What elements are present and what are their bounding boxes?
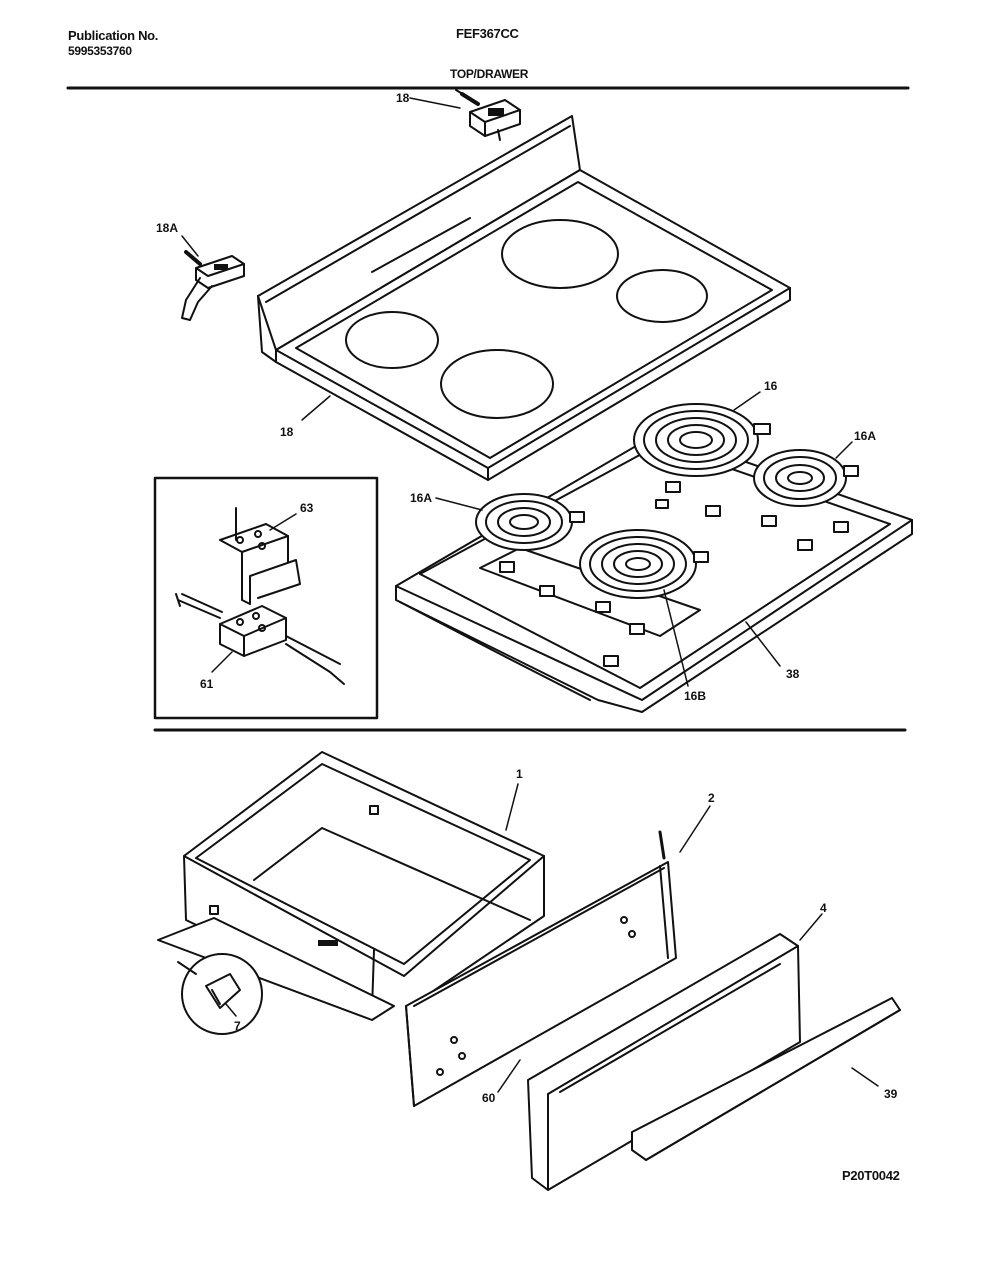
callout-18-top: 18 <box>396 91 410 105</box>
callout-38: 38 <box>786 667 800 681</box>
publication-label: Publication No. <box>68 28 159 43</box>
glide-detail-circle <box>177 953 263 1035</box>
callout-18a-left: 18A <box>156 221 178 235</box>
leader-lines <box>181 97 879 1093</box>
terminal-block-inset <box>153 476 379 720</box>
callout-7: 7 <box>234 1019 241 1033</box>
callout-60: 60 <box>482 1091 496 1105</box>
callout-63: 63 <box>300 501 314 515</box>
callout-16b: 16B <box>684 689 706 703</box>
callout-16a-right: 16A <box>854 429 876 443</box>
drawer-outer-front <box>527 933 901 1191</box>
element-16b-front <box>579 529 709 599</box>
callout-61: 61 <box>200 677 214 691</box>
drawer-body <box>157 751 545 1021</box>
callout-4: 4 <box>820 901 827 915</box>
callout-2: 2 <box>708 791 715 805</box>
callout-16a-left: 16A <box>410 491 432 505</box>
element-16-large-rear <box>633 403 771 477</box>
part-18-bracket <box>455 89 521 141</box>
element-16a-right <box>753 449 859 507</box>
part-18a-bracket <box>181 250 245 321</box>
callout-16: 16 <box>764 379 778 393</box>
diagram-part-code: P20T0042 <box>842 1168 900 1183</box>
drawer-front-panel <box>405 830 677 1107</box>
publication-number: 5995353760 <box>68 44 132 58</box>
callout-18-cooktop: 18 <box>280 425 294 439</box>
section-title: TOP/DRAWER <box>450 67 529 81</box>
cooktop-glass <box>257 115 791 481</box>
callout-1: 1 <box>516 767 523 781</box>
model-number: FEF367CC <box>456 26 519 41</box>
element-16a-left <box>475 493 585 551</box>
callout-39: 39 <box>884 1087 898 1101</box>
callout-labels: 18 18A 18 16 16A 16A 16B 38 63 61 1 2 4 … <box>156 91 898 1105</box>
